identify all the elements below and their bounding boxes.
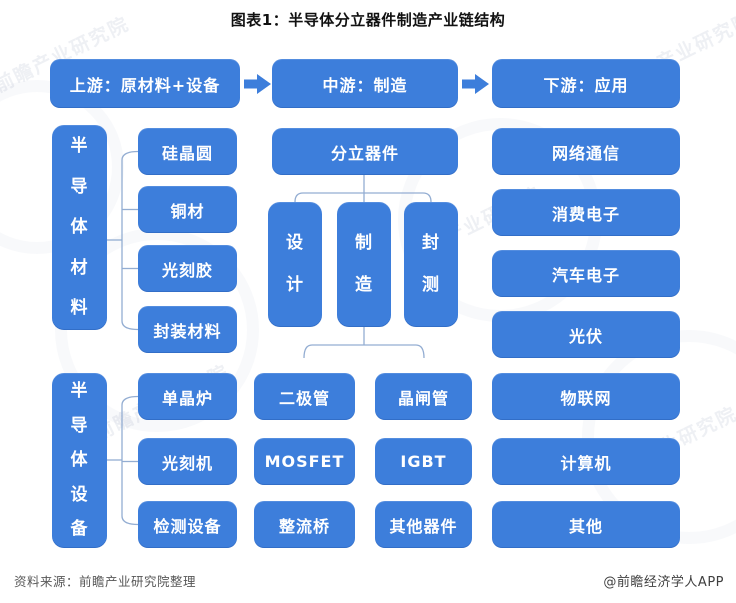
- node-label: 整流桥: [278, 516, 330, 536]
- node-thyristor: 晶闸管: [375, 373, 472, 420]
- node-label: 汽车电子: [551, 265, 620, 285]
- node-label: 硅晶圆: [161, 143, 213, 163]
- node-igbt: IGBT: [375, 438, 472, 485]
- node-label: MOSFET: [264, 452, 345, 471]
- node-rectifier-bridge: 整流桥: [254, 501, 355, 548]
- node-label: 计算机: [560, 453, 612, 473]
- node-midstream: 中游：制造: [272, 59, 458, 108]
- node-design: 设计: [268, 202, 322, 327]
- node-label: 上游：原材料+设备: [69, 75, 221, 95]
- node-automotive-electronics: 汽车电子: [492, 250, 680, 297]
- node-label: 半导体设备: [70, 381, 89, 540]
- node-label: 光伏: [568, 326, 603, 346]
- node-photovoltaic: 光伏: [492, 311, 680, 358]
- node-copper: 铜材: [138, 186, 237, 233]
- node-label: 设计: [286, 232, 304, 295]
- node-packaging-materials: 封装材料: [138, 306, 237, 353]
- node-crystal-furnace: 单晶炉: [138, 373, 237, 420]
- node-semiconductor-equipment: 半导体设备: [52, 373, 107, 548]
- source-note: 资料来源：前瞻产业研究院整理: [14, 574, 197, 589]
- node-discrete-devices: 分立器件: [272, 128, 458, 175]
- node-label: 下游：应用: [543, 75, 629, 95]
- node-iot: 物联网: [492, 373, 680, 420]
- node-other-devices: 其他器件: [375, 501, 472, 548]
- node-testing-equipment: 检测设备: [138, 501, 237, 548]
- brand-credit: @前瞻经济学人APP: [603, 575, 724, 590]
- node-mosfet: MOSFET: [254, 438, 355, 485]
- node-label: 中游：制造: [322, 75, 408, 95]
- node-label: 光刻胶: [161, 260, 213, 280]
- node-label: 分立器件: [330, 143, 399, 163]
- node-photoresist: 光刻胶: [138, 245, 237, 292]
- node-downstream: 下游：应用: [492, 59, 680, 108]
- node-label: 消费电子: [551, 204, 620, 224]
- node-label: 物联网: [560, 388, 612, 408]
- node-lithography-machine: 光刻机: [138, 438, 237, 485]
- node-semiconductor-materials: 半导体材料: [52, 125, 107, 330]
- node-label: 单晶炉: [161, 388, 213, 408]
- node-label: 铜材: [170, 201, 205, 221]
- node-label: 半导体材料: [70, 136, 89, 319]
- node-label: 晶闸管: [397, 388, 449, 408]
- node-consumer-electronics: 消费电子: [492, 189, 680, 236]
- node-computer: 计算机: [492, 438, 680, 485]
- node-label: 二极管: [278, 388, 330, 408]
- node-label: 制造: [355, 232, 373, 295]
- node-label: IGBT: [400, 452, 447, 471]
- node-manufacturing: 制造: [337, 202, 391, 327]
- chart-title: 图表1：半导体分立器件制造产业链结构: [230, 11, 506, 29]
- node-label: 检测设备: [153, 516, 222, 536]
- node-upstream: 上游：原材料+设备: [50, 59, 240, 108]
- node-network-communication: 网络通信: [492, 128, 680, 175]
- node-label: 其他器件: [389, 516, 458, 536]
- node-label: 封装材料: [153, 321, 222, 341]
- node-other: 其他: [492, 501, 680, 548]
- node-label: 网络通信: [551, 143, 620, 163]
- node-label: 光刻机: [161, 453, 213, 473]
- node-silicon-wafer: 硅晶圆: [138, 128, 237, 175]
- node-diode: 二极管: [254, 373, 355, 420]
- node-label: 封测: [422, 232, 440, 295]
- node-packaging-testing: 封测: [404, 202, 458, 327]
- node-label: 其他: [568, 516, 603, 536]
